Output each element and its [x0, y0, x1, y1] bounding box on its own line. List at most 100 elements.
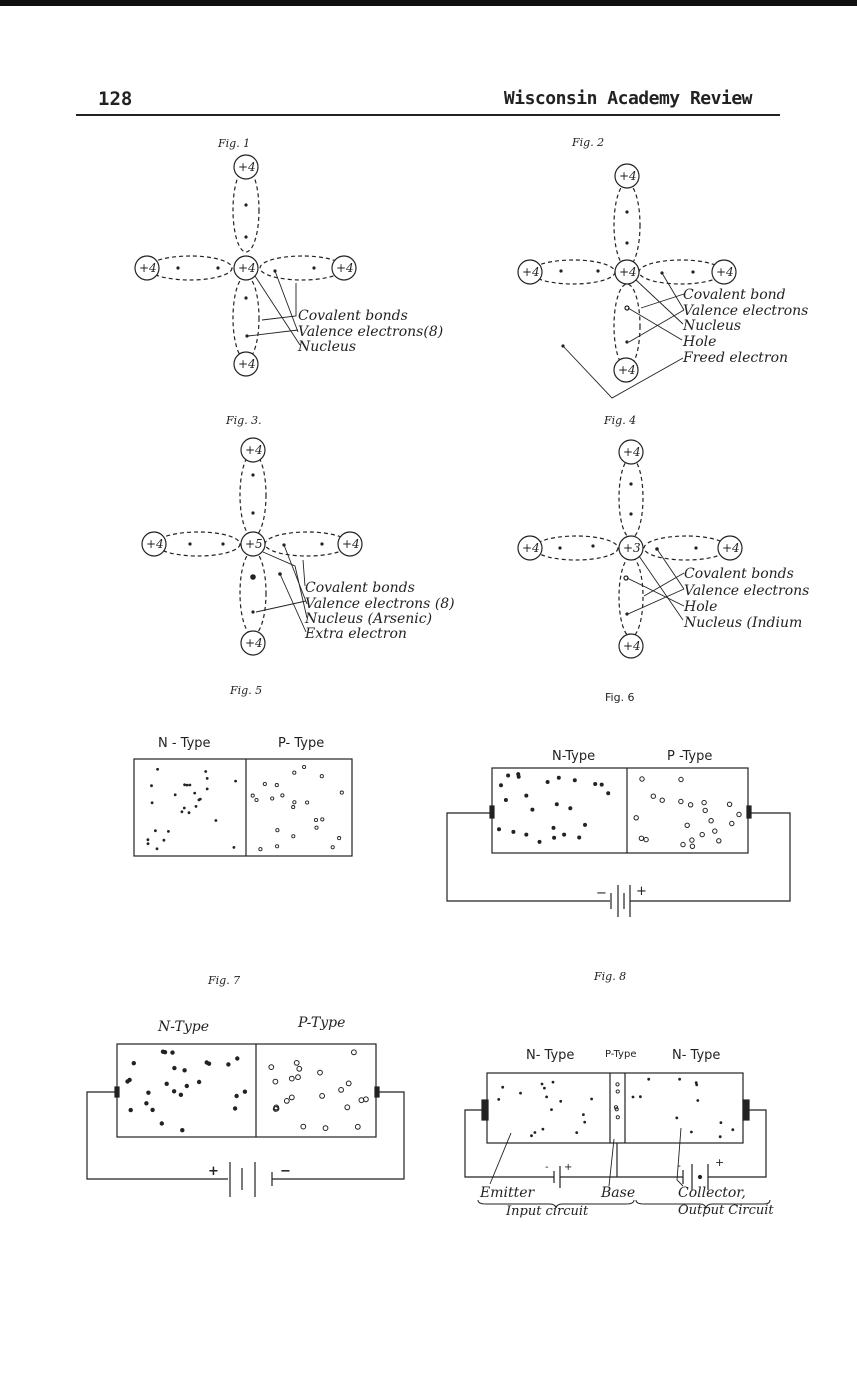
charge-label: +4: [245, 636, 263, 650]
electron-dot: [599, 782, 604, 787]
figure-3: Fig. 3. +5 +4 +4 +4 +4: [141, 414, 455, 656]
electron-dot: [150, 801, 154, 805]
electron-dot: [718, 1135, 722, 1139]
hole-dot: [638, 835, 645, 841]
electron-dot: [232, 1106, 238, 1111]
emitter-terminal: [481, 1099, 489, 1121]
covalent-bond: [232, 167, 260, 253]
electron-dot: [678, 1077, 681, 1081]
holes-p-region: [268, 1049, 369, 1131]
nucleus-bottom: [618, 633, 644, 659]
hole-dot: [736, 811, 742, 818]
electron-dot: [545, 780, 550, 784]
figure-8-label: Fig. 8: [593, 970, 626, 983]
electron-dot: [234, 779, 238, 783]
hole-dot: [288, 1094, 295, 1101]
electron-dot: [178, 1092, 184, 1098]
battery: [610, 885, 631, 917]
callout-valence-electrons: Valence electrons: [683, 303, 808, 319]
charge-label: +4: [716, 265, 734, 279]
callout-valence-electrons: Valence electrons(8): [298, 324, 443, 340]
electron-dot: [524, 793, 529, 798]
semiconductor-block: [133, 758, 353, 857]
covalent-bond: [613, 182, 641, 268]
electron-dot: [171, 1089, 177, 1094]
hole-dot: [305, 800, 310, 805]
electron-dot: [150, 1107, 155, 1113]
callout-nucleus: Nucleus (Indium: [683, 615, 802, 631]
hole: [624, 305, 630, 311]
hole-dot: [687, 802, 694, 808]
collector-n-type-label: N- Type: [672, 1048, 720, 1063]
hole-dot: [689, 837, 695, 843]
n-type-label: N-Type: [157, 1019, 209, 1035]
callout-lines: [247, 270, 301, 346]
hole-dot: [699, 831, 705, 838]
electron-dot: [196, 1079, 202, 1085]
electron-dot: [162, 838, 166, 842]
hole-dot: [659, 797, 665, 803]
electron-dot: [187, 811, 191, 815]
hole-dot: [292, 770, 297, 775]
figure-4: Fig. 4 +3 +4 +4 +4 +4: [517, 414, 809, 659]
charge-label: +4: [623, 445, 641, 459]
circuit-wire-right: [630, 812, 791, 902]
electron-dot: [631, 1095, 635, 1099]
covalent-bond: [259, 255, 345, 281]
nucleus-right: [331, 255, 357, 281]
electron-dot: [559, 1099, 563, 1103]
electron-dot: [499, 783, 503, 788]
hole-dot: [643, 836, 649, 843]
charge-label: +3: [623, 541, 641, 555]
figure-2: Fig. 2 +4 +4 +4 +4 +4: [517, 136, 808, 399]
charge-label: +5: [245, 537, 263, 551]
holes-base-region: [613, 1082, 620, 1120]
electron-dot: [146, 838, 150, 842]
electron-dot: [497, 827, 501, 832]
electron-dot: [180, 1128, 185, 1133]
hole-dot: [280, 793, 285, 798]
electron-dot: [170, 1050, 175, 1055]
electron-dot: [647, 1077, 651, 1081]
hole-dot: [615, 1082, 620, 1087]
electron-dot: [497, 1098, 501, 1101]
electron-dot: [552, 835, 557, 840]
electron-dot: [695, 1083, 699, 1087]
electrons-n-region: [125, 1049, 248, 1133]
electron-dot: [194, 805, 198, 808]
electron-dot: [582, 1113, 585, 1116]
callout-freed-electron: Freed electron: [682, 350, 788, 366]
hole-dot: [354, 1123, 361, 1130]
journal-title: Wisconsin Academy Review: [503, 88, 753, 109]
electron-dot: [206, 1061, 212, 1066]
electron-dot: [205, 787, 209, 791]
hole-dot: [701, 799, 707, 806]
callout-nucleus: Nucleus: [297, 339, 356, 355]
electron-dot: [503, 798, 508, 802]
callout-covalent-bonds: Covalent bonds: [298, 308, 408, 324]
electron-dot: [184, 1083, 189, 1089]
electron-dot: [182, 806, 186, 810]
figure-7: Fig. 7 N-Type P-Type + −: [86, 974, 405, 1197]
covalent-bond: [239, 452, 267, 538]
electron-dot: [131, 1061, 136, 1066]
electrons-emitter-region: [497, 1080, 593, 1138]
electron-dot: [128, 1107, 133, 1113]
charge-label: +4: [342, 537, 360, 551]
electron-dot: [541, 1127, 545, 1131]
charge-label: +4: [245, 443, 263, 457]
hole-dot: [313, 817, 319, 823]
electron-dot: [583, 822, 587, 827]
hole-dot: [320, 817, 325, 822]
callout-nucleus: Nucleus (Arsenic): [304, 611, 432, 627]
figure-4-label: Fig. 4: [603, 414, 636, 427]
covalent-bond: [613, 283, 641, 369]
nucleus-right: [717, 535, 743, 561]
figure-1-label: Fig. 1: [217, 137, 250, 150]
electron-dot: [719, 1121, 723, 1124]
left-terminal: [489, 805, 495, 819]
hole-dot: [615, 1115, 620, 1120]
callout-covalent-bond: Covalent bond: [683, 287, 786, 303]
battery-plus: +: [636, 884, 647, 899]
